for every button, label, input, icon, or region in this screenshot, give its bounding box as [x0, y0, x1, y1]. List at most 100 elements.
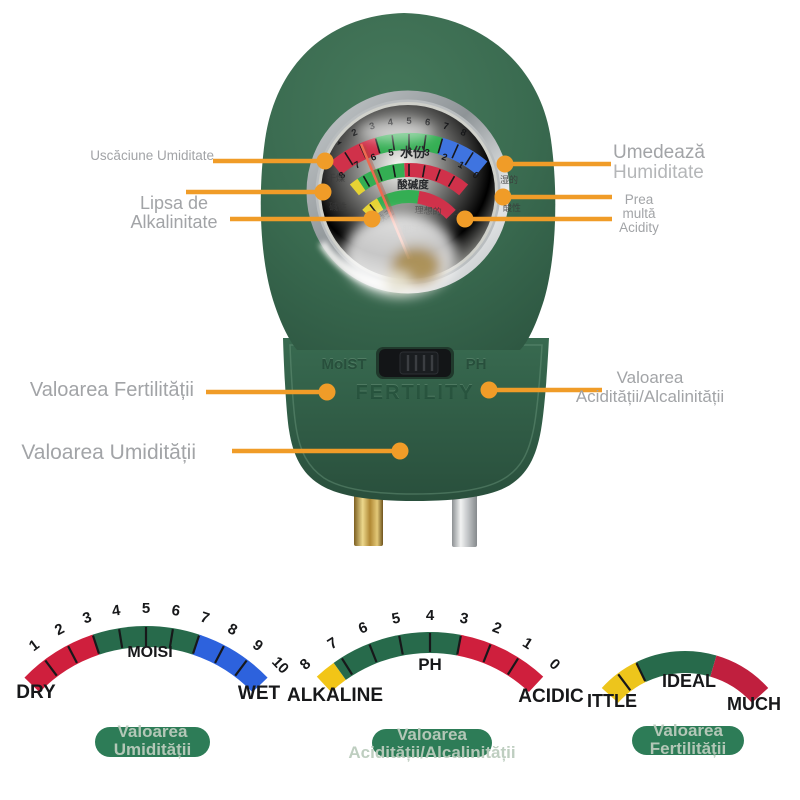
callout-dot: [480, 381, 498, 399]
pill-humidity-text: Valoarea Umidității: [84, 723, 221, 758]
label-acidity-value: Valoarea Acidității/Alcalinității: [558, 368, 742, 406]
gauge-tick-label: 3: [80, 609, 93, 628]
callout-dot: [318, 383, 336, 401]
label-wet-line1: Umedează: [613, 142, 705, 163]
gauge-segment: [710, 655, 769, 703]
gauge-tick-label: 7: [198, 609, 211, 628]
gauge-tick-label: 1: [519, 634, 535, 653]
gauge-tick: [118, 628, 124, 649]
gauge-segment: [316, 662, 346, 692]
gauge-tick: [368, 644, 378, 663]
gauge-tick: [617, 673, 632, 691]
gauge-tick-label: 0: [546, 655, 564, 673]
gauge-tick-label: 3: [423, 147, 430, 159]
device-body: [283, 338, 549, 501]
gauge-tick: [437, 138, 444, 154]
gauge-tick-label: 2: [52, 620, 67, 639]
gauge-fertility-right-label: MUCH: [727, 694, 781, 714]
gauge-ph-right-label: ACIDIC: [518, 686, 584, 707]
silver-probe: [452, 490, 477, 547]
label-wet-humidity: Umedează Humiditate: [613, 143, 763, 183]
gauge-segment: [24, 634, 100, 693]
gauge-tick: [451, 144, 459, 159]
gauge-tick-label: 9: [249, 636, 266, 655]
pill-acidity-line2: Acidității/Alcalinității: [348, 742, 516, 762]
label-too-much-acidity: Prea multă Acidity: [598, 193, 680, 235]
gauge-tick: [392, 165, 397, 178]
label-acid-line1: Prea: [624, 192, 654, 207]
gauge-ph-inner-label: PH: [418, 655, 442, 674]
gauge-tick-label: 7: [442, 121, 450, 133]
gauge-tick: [447, 175, 456, 187]
gauge-moisture-inner-label: MOISI: [127, 644, 173, 661]
brass-probe: [354, 490, 383, 546]
gauge-tick: [435, 169, 441, 182]
callout-dot: [391, 442, 409, 460]
pill-fertility: [632, 726, 744, 755]
switch-below-label: FERTILITY: [355, 382, 474, 404]
callout-dot: [314, 183, 332, 201]
gauge-segment: [330, 137, 381, 175]
switch-knob: [399, 351, 439, 375]
dial-ideal-label: 理想的: [414, 204, 442, 217]
switch-left-label-hi: MoIST: [322, 355, 367, 372]
gauge-tick-label: 5: [387, 147, 395, 159]
gauge-tick-label: 2: [490, 619, 504, 638]
callout-dots: [314, 152, 514, 460]
pill-acidity-line1: Valoarea: [397, 725, 467, 744]
gauge-tick: [168, 628, 174, 649]
dial-acidic-label: 酸性: [503, 202, 521, 213]
callout-dot: [496, 155, 514, 173]
gauge-tick: [362, 175, 371, 187]
label-humidity-value: Valoarea Umidității: [21, 441, 196, 464]
gauge-tick-label: 7: [325, 634, 341, 653]
gauge-tick-label: 8: [297, 655, 315, 673]
label-fertility-value: Valoarea Fertilității: [29, 379, 194, 401]
gauge-tick-label: 3: [458, 610, 469, 628]
gauge-tick-label: 2: [440, 152, 449, 164]
callout-lines: [186, 158, 612, 454]
gauge-tick-label: 5: [142, 600, 150, 617]
pill-fertility-text: Valoarea Fertilității: [624, 722, 752, 757]
device-body-seam: [289, 344, 543, 495]
gauge-segment: [417, 190, 456, 219]
gauge-tick: [44, 659, 58, 677]
gauge-ph-left-label: ALKALINE: [286, 685, 384, 706]
dial-glass-shine: [344, 120, 456, 297]
pill-acidity: [372, 729, 492, 757]
gauge-tick-label: 0: [470, 170, 481, 182]
gauge-fertility-inner-label: IDEAL: [662, 671, 716, 691]
gauge-tick-label: 10: [268, 654, 292, 678]
label-acid-line3: Acidity: [619, 220, 659, 235]
dial-moisture-title: 水份: [400, 145, 427, 160]
gauge-tick: [482, 644, 492, 663]
gauge-tick: [234, 659, 248, 677]
gauge-fertility-arc: [601, 651, 769, 703]
label-acid-line2: multă: [622, 206, 656, 221]
pill-humidity: [95, 727, 210, 757]
gauge-tick-label: 6: [424, 117, 431, 129]
gauge-tick-label: 1: [333, 135, 344, 148]
switch-left-label: MoIST: [322, 356, 367, 373]
gauge-fertility-left-label: ITTLE: [587, 691, 637, 711]
gauge-segment: [192, 634, 268, 693]
gauge-tick: [456, 635, 462, 655]
gauge-moisture-right-label: WET: [237, 683, 281, 704]
callout-dot: [456, 210, 474, 228]
gauge-tick: [91, 635, 101, 654]
gauge-tick: [191, 635, 201, 654]
gauge-tick-label: 1: [26, 636, 43, 655]
gauge-tick: [377, 169, 383, 182]
gauge-moisture-left-label: DRY: [16, 682, 56, 703]
gauge-segment: [457, 634, 544, 692]
label-wet-line2: Humiditate: [613, 162, 704, 183]
label-lack-alkalinity-line2: Alkalinitate: [130, 212, 218, 232]
gauge-segment: [349, 178, 366, 196]
gauge-tick-label: 6: [356, 619, 370, 638]
callout-dot: [494, 188, 512, 206]
label-dry-humidity: Uscăciune Umiditate: [90, 148, 214, 163]
switch-knob-ridges: [406, 355, 434, 371]
